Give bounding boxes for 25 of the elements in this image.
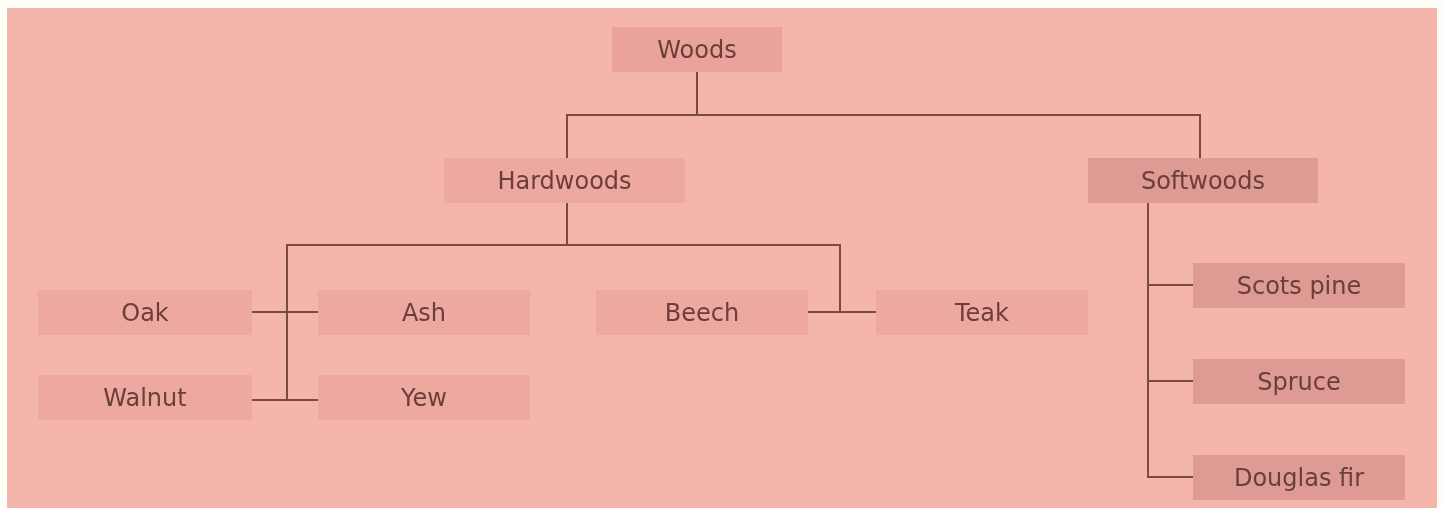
node-label: Yew	[401, 383, 447, 412]
node-label: Softwoods	[1140, 166, 1266, 195]
connector-line	[1147, 202, 1194, 478]
node-label: Hardwoods	[497, 166, 632, 195]
category-box	[318, 375, 530, 420]
category-box	[318, 290, 530, 335]
node-label: Woods	[657, 35, 737, 64]
category-box	[1193, 263, 1405, 308]
category-box	[1088, 158, 1318, 203]
node-label: Teak	[955, 298, 1009, 327]
node-label: Scots pine	[1236, 271, 1362, 300]
node-label: Ash	[401, 298, 447, 327]
node-label: Walnut	[103, 383, 187, 412]
category-box	[38, 290, 252, 335]
category-box	[612, 27, 782, 72]
node-label: Oak	[121, 298, 169, 327]
category-box	[444, 158, 685, 203]
category-box	[596, 290, 808, 335]
category-box	[38, 375, 252, 420]
node-label: Spruce	[1257, 367, 1341, 396]
node-label: Douglas fir	[1233, 463, 1365, 492]
category-box	[1193, 359, 1405, 404]
category-box	[1193, 455, 1405, 500]
category-box	[876, 290, 1088, 335]
node-label: Beech	[664, 298, 740, 327]
